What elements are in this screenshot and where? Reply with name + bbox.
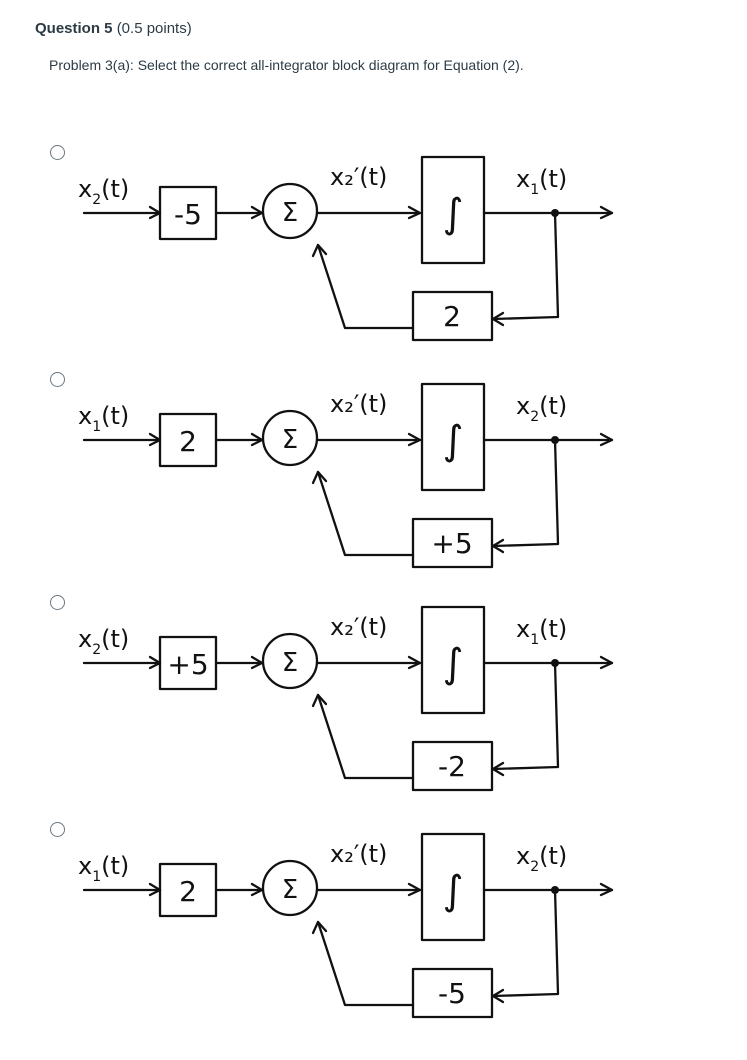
feedback-line bbox=[491, 438, 560, 548]
summing-junction bbox=[261, 182, 319, 240]
summing-junction bbox=[261, 632, 319, 690]
feedback-gain-block bbox=[411, 967, 494, 1019]
integral-symbol: ∫ bbox=[443, 868, 464, 914]
answer-radio-3[interactable] bbox=[50, 595, 65, 610]
feedback-return-line bbox=[316, 470, 415, 557]
feedback-gain-value: +5 bbox=[431, 527, 472, 560]
block-diagram: x1(t) 2 Σx₂′(t) ∫ x2(t) +5 bbox=[78, 382, 614, 569]
derivative-label: x₂′(t) bbox=[330, 840, 387, 868]
summing-junction bbox=[261, 859, 319, 917]
block-diagram: x2(t) +5 Σx₂′(t) ∫ x1(t) -2 bbox=[78, 605, 614, 792]
gain-value: +5 bbox=[167, 648, 208, 681]
summing-junction bbox=[261, 409, 319, 467]
output-signal-label: x2(t) bbox=[516, 842, 567, 875]
question-header: Question 5 (0.5 points) bbox=[35, 20, 192, 37]
output-signal-label: x1(t) bbox=[516, 165, 567, 198]
derivative-label: x₂′(t) bbox=[330, 390, 387, 418]
sum-symbol: Σ bbox=[282, 875, 298, 905]
feedback-line bbox=[491, 661, 560, 771]
gain-value: 2 bbox=[179, 425, 197, 458]
integrator-block bbox=[420, 832, 486, 942]
derivative-label: x₂′(t) bbox=[330, 163, 387, 191]
feedback-gain-block bbox=[411, 290, 494, 342]
answer-radio-1[interactable] bbox=[50, 145, 65, 160]
output-signal-label: x2(t) bbox=[516, 392, 567, 425]
sum-symbol: Σ bbox=[282, 198, 298, 228]
input-signal-label: x2(t) bbox=[78, 175, 129, 208]
derivative-label: x₂′(t) bbox=[330, 613, 387, 641]
feedback-gain-value: -2 bbox=[438, 750, 466, 783]
answer-radio-2[interactable] bbox=[50, 372, 65, 387]
block-diagram: x1(t) 2 Σx₂′(t) ∫ x2(t) -5 bbox=[78, 832, 614, 1019]
sum-symbol: Σ bbox=[282, 425, 298, 455]
feedback-return-line bbox=[316, 920, 415, 1007]
integral-symbol: ∫ bbox=[443, 418, 464, 464]
integrator-block bbox=[420, 382, 486, 492]
feedback-return-line bbox=[316, 243, 415, 330]
question-prompt: Problem 3(a): Select the correct all-int… bbox=[49, 57, 524, 73]
feedback-gain-block bbox=[411, 517, 494, 569]
block-diagram: x2(t) -5 Σx₂′(t) ∫ x1(t) 2 bbox=[78, 155, 614, 342]
integrator-block bbox=[420, 605, 486, 715]
feedback-gain-block bbox=[411, 740, 494, 792]
gain-value: 2 bbox=[179, 875, 197, 908]
input-signal-label: x2(t) bbox=[78, 625, 129, 658]
feedback-return-line bbox=[316, 693, 415, 780]
integral-symbol: ∫ bbox=[443, 641, 464, 687]
sum-symbol: Σ bbox=[282, 648, 298, 678]
feedback-line bbox=[491, 888, 560, 998]
feedback-gain-value: 2 bbox=[443, 300, 461, 333]
question-points: (0.5 points) bbox=[116, 20, 192, 37]
feedback-gain-value: -5 bbox=[438, 977, 466, 1010]
feedback-line bbox=[491, 211, 560, 321]
input-signal-label: x1(t) bbox=[78, 402, 129, 435]
question-title: Question 5 bbox=[35, 20, 113, 37]
integrator-block bbox=[420, 155, 486, 265]
input-signal-label: x1(t) bbox=[78, 852, 129, 885]
integral-symbol: ∫ bbox=[443, 191, 464, 237]
gain-value: -5 bbox=[174, 198, 202, 231]
output-signal-label: x1(t) bbox=[516, 615, 567, 648]
answer-radio-4[interactable] bbox=[50, 822, 65, 837]
